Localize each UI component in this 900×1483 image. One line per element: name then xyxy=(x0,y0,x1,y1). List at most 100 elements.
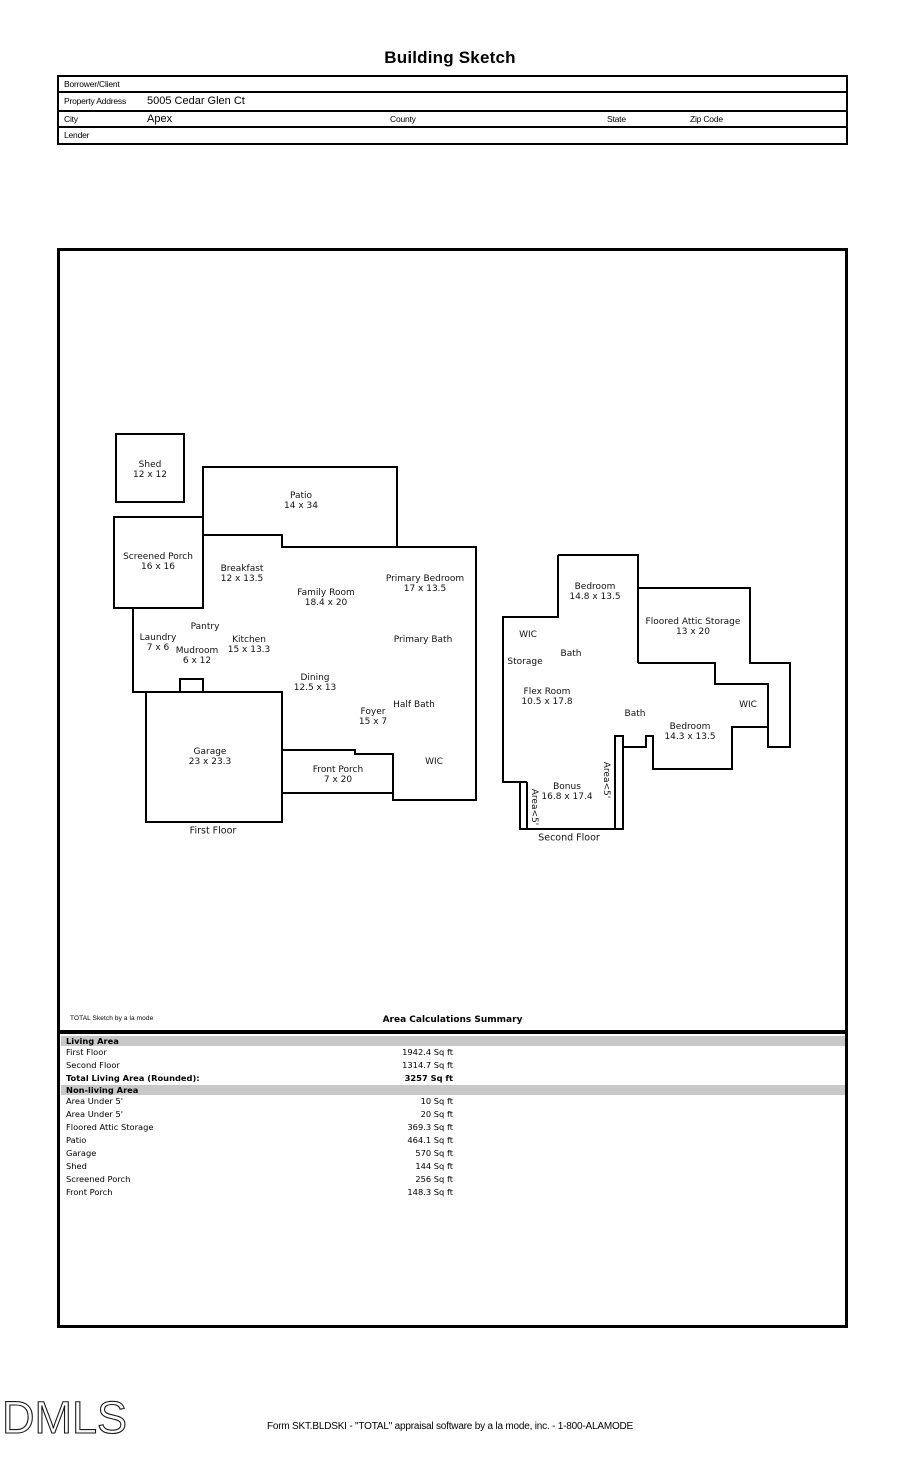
room-label: Pantry xyxy=(191,622,220,632)
room-name: Breakfast xyxy=(220,564,264,574)
room-dimensions: 14 x 34 xyxy=(284,501,318,511)
area-calculations-summary-title: Area Calculations Summary xyxy=(382,1015,523,1025)
room-dimensions: 12 x 13.5 xyxy=(220,574,264,584)
area-row-value: 369.3 Sq ft xyxy=(407,1122,453,1132)
room-label: Primary Bath xyxy=(394,635,453,645)
room-dimensions: 7 x 20 xyxy=(323,775,353,785)
form-row-address: Property Address 5005 Cedar Glen Ct xyxy=(59,93,846,112)
area-row: Total Living Area (Rounded):3257 Sq ft xyxy=(61,1072,845,1085)
form-footer-text: Form SKT.BLDSKI - "TOTAL" appraisal soft… xyxy=(266,1421,634,1432)
room-name: Foyer xyxy=(360,707,386,717)
property-address-value: 5005 Cedar Glen Ct xyxy=(147,95,245,107)
area-row-label: Floored Attic Storage xyxy=(66,1122,154,1132)
non-living-area-header: Non-living Area xyxy=(61,1085,845,1095)
room-label: Area<5' xyxy=(601,762,611,798)
area-row: Shed 144 Sq ft xyxy=(61,1160,845,1173)
room-name: Family Room xyxy=(297,588,355,598)
room-label: Bath xyxy=(625,709,646,719)
form-row-city: City Apex County State Zip Code xyxy=(59,112,846,128)
room-label: Half Bath xyxy=(393,700,435,710)
property-form: Borrower/Client Property Address 5005 Ce… xyxy=(57,75,848,145)
room-name: Mudroom xyxy=(175,646,219,656)
room-name: Bonus xyxy=(553,782,581,792)
area-row-value: 1314.7 Sq ft xyxy=(402,1060,453,1070)
zip-code-label: Zip Code xyxy=(690,114,723,124)
floor-caption: First Floor xyxy=(189,825,237,837)
form-row-lender: Lender xyxy=(59,128,846,143)
room-dimensions: 15 x 7 xyxy=(358,717,388,727)
county-label: County xyxy=(390,114,416,124)
area-row-label: Area Under 5' xyxy=(66,1109,124,1119)
state-label: State xyxy=(607,114,626,124)
area-row-value: 256 Sq ft xyxy=(415,1174,453,1184)
page-title: Building Sketch xyxy=(384,48,516,67)
area-row-label: Patio xyxy=(66,1135,87,1145)
room-label: Bath xyxy=(561,649,582,659)
room-label: Storage xyxy=(507,657,542,667)
room-name: Bedroom xyxy=(669,722,711,732)
room-name: Shed xyxy=(138,460,162,470)
room-name: Front Porch xyxy=(312,765,364,775)
area-row-label: Area Under 5' xyxy=(66,1096,124,1106)
property-address-label: Property Address xyxy=(64,96,126,106)
room-label: WIC xyxy=(425,757,443,767)
city-label: City xyxy=(64,114,78,124)
room-dimensions: 17 x 13.5 xyxy=(403,584,447,594)
room-dimensions: 10.5 x 17.8 xyxy=(521,697,573,707)
room-name: Storage xyxy=(507,657,543,667)
area-row: Second Floor 1314.7 Sq ft xyxy=(61,1059,845,1072)
room-name: Kitchen xyxy=(232,635,266,645)
area-row-value: 464.1 Sq ft xyxy=(407,1135,453,1145)
room-name: WIC xyxy=(519,630,537,640)
room-dimensions: 18.4 x 20 xyxy=(304,598,348,608)
form-row-borrower: Borrower/Client xyxy=(59,77,846,93)
room-name: Area<5' xyxy=(601,761,611,799)
borrower-label: Borrower/Client xyxy=(64,79,120,89)
area-row-label: Front Porch xyxy=(66,1187,113,1197)
area-row-label: Shed xyxy=(66,1161,87,1171)
room-label: Area<5' xyxy=(529,789,539,825)
area-row: Area Under 5'20 Sq ft xyxy=(61,1108,845,1121)
room-name: Pantry xyxy=(190,622,220,632)
area-row: Patio 464.1 Sq ft xyxy=(61,1134,845,1147)
room-label: WIC xyxy=(739,700,757,710)
room-name: Primary Bedroom xyxy=(385,574,465,584)
room-name: Screened Porch xyxy=(123,552,193,562)
room-name: Garage xyxy=(193,747,227,757)
area-row-value: 10 Sq ft xyxy=(420,1096,453,1106)
room-label: WIC xyxy=(519,630,537,640)
room-name: Dining xyxy=(300,673,330,683)
room-name: Bath xyxy=(624,709,646,719)
area-row-value: 144 Sq ft xyxy=(415,1161,453,1171)
room-dimensions: 23 x 23.3 xyxy=(188,757,232,767)
living-area-header: Living Area xyxy=(61,1036,845,1046)
total-sketch-brand: TOTAL Sketch by a la mode xyxy=(70,1015,154,1022)
area-row-value: 1942.4 Sq ft xyxy=(402,1047,453,1057)
room-dimensions: 13 x 20 xyxy=(676,627,710,637)
area-row-label: Second Floor xyxy=(66,1060,120,1070)
area-row-label: Total Living Area (Rounded): xyxy=(66,1073,200,1083)
lender-label: Lender xyxy=(64,130,90,140)
room-name: Area<5' xyxy=(529,788,539,826)
room-dimensions: 14.8 x 13.5 xyxy=(569,592,621,602)
